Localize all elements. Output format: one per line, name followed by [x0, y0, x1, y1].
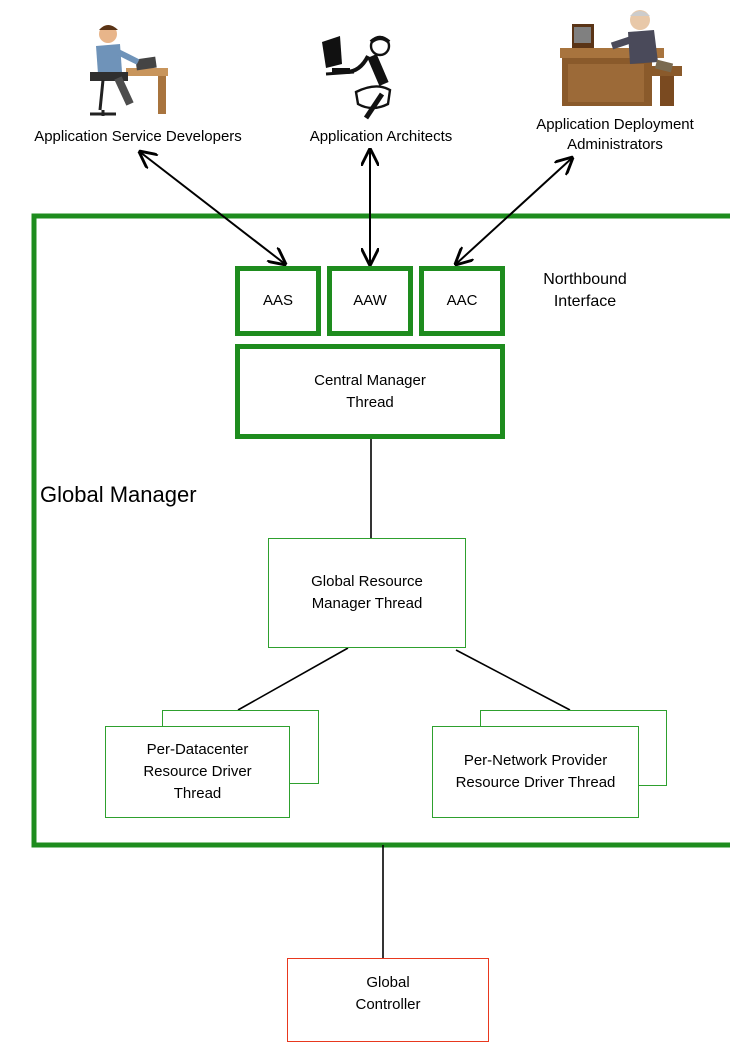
aas-box: AAS	[235, 266, 321, 336]
global-manager-frame	[31, 213, 730, 848]
aac-label: AAC	[446, 292, 478, 309]
global-resource-manager-thread-box: Global Resource Manager Thread	[268, 538, 466, 648]
global-resource-manager-label: Global Resource Manager Thread	[311, 573, 423, 612]
central-manager-thread-box: Central Manager Thread	[235, 344, 505, 439]
architects-label: Application Architects	[309, 128, 453, 145]
administrators-label: Application Deployment Administrators	[536, 116, 694, 153]
aas-label: AAS	[262, 292, 293, 309]
aaw-label: AAW	[353, 292, 387, 309]
global-controller-label: Global Controller	[355, 974, 421, 1013]
administrator-at-desk-icon	[560, 10, 682, 106]
network-driver-label: Per-Network Provider Resource Driver Thr…	[455, 752, 616, 791]
line-resource-to-network	[455, 649, 571, 711]
datacenter-driver-box: Per-Datacenter Resource Driver Thread	[105, 726, 290, 818]
datacenter-driver-label: Per-Datacenter Resource Driver Thread	[143, 741, 252, 802]
arrow-administrators-aac	[456, 158, 572, 264]
developers-label: Application Service Developers	[34, 128, 242, 145]
aaw-box: AAW	[327, 266, 413, 336]
developer-at-desk-icon	[90, 25, 168, 116]
global-controller-box: Global Controller	[287, 958, 489, 1042]
aac-box: AAC	[419, 266, 505, 336]
northbound-interface-label: Northbound Interface	[543, 271, 627, 310]
architect-at-computer-icon	[322, 35, 392, 120]
global-manager-title: Global Manager	[40, 482, 197, 507]
network-driver-box: Per-Network Provider Resource Driver Thr…	[432, 726, 639, 818]
arrow-developers-aas	[140, 152, 285, 264]
line-resource-to-datacenter	[237, 647, 349, 711]
central-manager-label: Central Manager Thread	[314, 371, 426, 411]
